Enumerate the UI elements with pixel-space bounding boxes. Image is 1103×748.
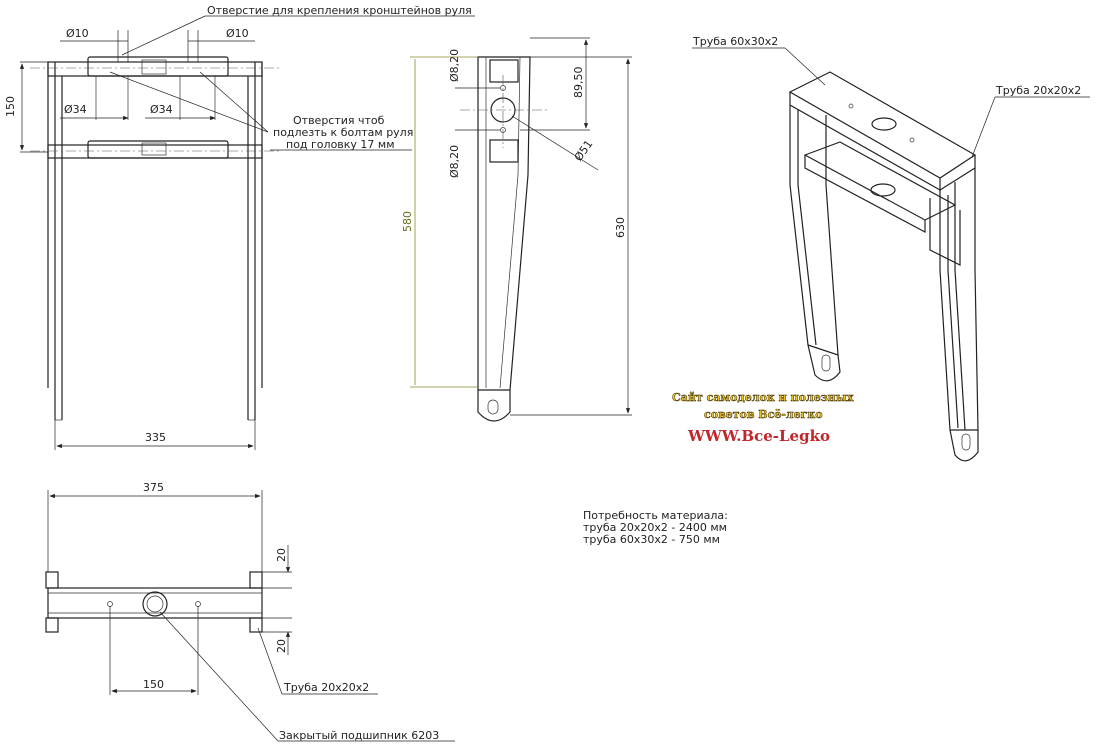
materials-item-2: труба 60x30x2 - 750 мм	[583, 533, 720, 546]
bolt-holes-note-line3: под головку 17 мм	[286, 138, 395, 151]
dim-580-label: 580	[401, 211, 414, 232]
dia-34-left-label: Ø34	[64, 103, 87, 116]
bottom-view: 375 20 20 150 Труба 20x20x2 Закрытый под…	[45, 481, 455, 742]
dia-8-20-top-label: Ø8,20	[448, 49, 461, 82]
watermark-line2: советов Всё-легко	[704, 408, 823, 421]
tube-20x20-label-bottom: Труба 20x20x2	[283, 681, 369, 694]
bearing-label: Закрытый подшипник 6203	[279, 729, 439, 742]
side-view: Ø8,20 Ø8,20 89,50 Ø51 580 630	[401, 37, 632, 422]
dim-89-50-label: 89,50	[572, 67, 585, 99]
isometric-view: Труба 60x30x2 Труба 20x20x2	[692, 35, 1090, 462]
watermark-url: WWW.Все-Legko	[687, 427, 830, 445]
dia-8-20-bottom-label: Ø8,20	[448, 145, 461, 178]
dia-34-right-label: Ø34	[150, 103, 173, 116]
bolt-holes-note-line2: подлезть к болтам руля	[273, 126, 413, 139]
front-view: Ø10 Ø10 Отверстие для крепления кронштей…	[4, 4, 475, 450]
bolt-holes-note-line1: Отверстия чтоб	[293, 114, 385, 127]
materials-item-1: труба 20x20x2 - 2400 мм	[583, 521, 727, 534]
dia-10-right-label: Ø10	[226, 27, 249, 40]
dia-51-label: Ø51	[572, 138, 596, 164]
watermark-line1: Сайт самоделок и полезных	[672, 391, 854, 404]
watermark: Сайт самоделок и полезных советов Всё-ле…	[672, 391, 854, 445]
bracket-holes-note: Отверстие для крепления кронштейнов руля	[207, 4, 472, 17]
tube-20x20-label-iso: Труба 20x20x2	[995, 84, 1081, 97]
tube-60x30-label: Труба 60x30x2	[692, 35, 778, 48]
dim-150-bottom-label: 150	[143, 678, 164, 691]
dim-150-vertical: 150	[4, 96, 17, 117]
dim-335-label: 335	[145, 431, 166, 444]
dim-630-label: 630	[614, 217, 627, 238]
materials-note: Потребность материала: труба 20x20x2 - 2…	[583, 509, 728, 546]
dim-375-label: 375	[143, 481, 164, 494]
dim-20-bottom-label: 20	[275, 639, 288, 653]
dim-20-top-label: 20	[275, 548, 288, 562]
materials-title: Потребность материала:	[583, 509, 728, 522]
dia-10-left-label: Ø10	[66, 27, 89, 40]
